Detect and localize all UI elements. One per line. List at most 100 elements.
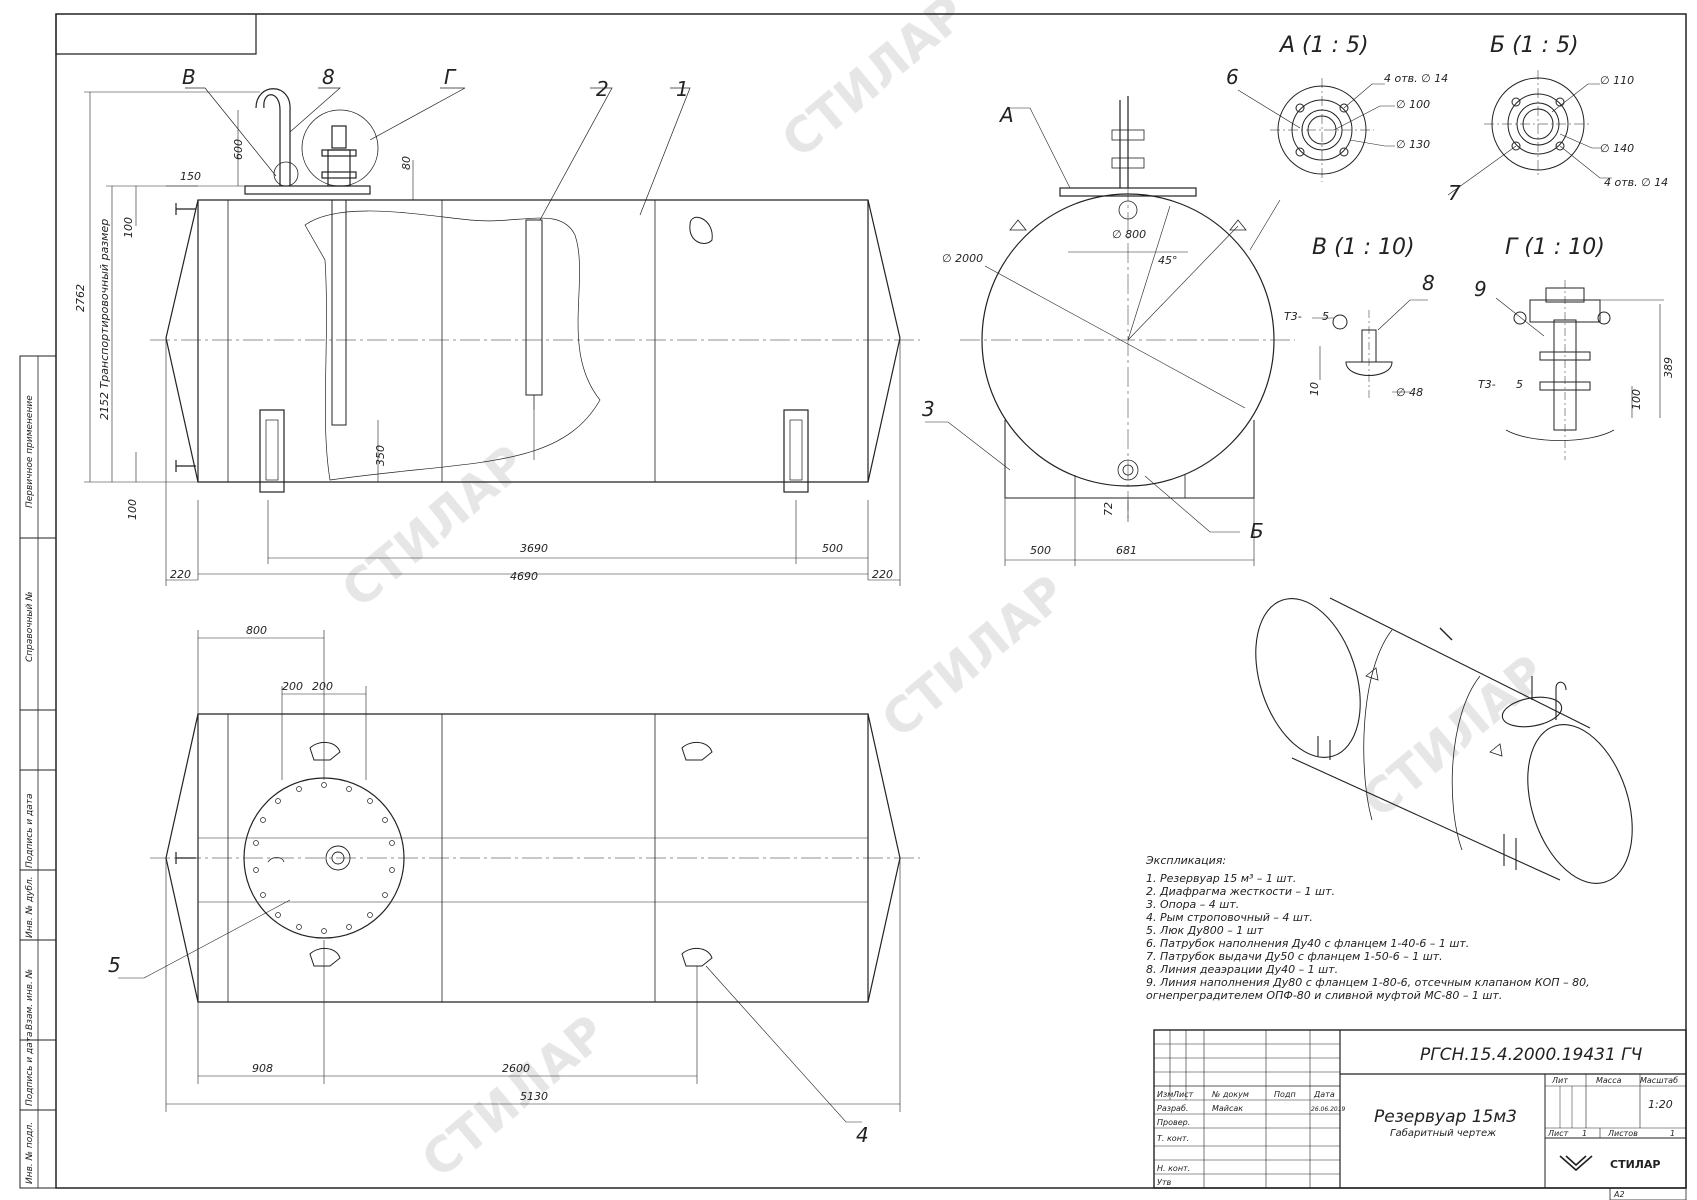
- plan-labels: 800 200 200 908 2600 5130 5 4: [108, 624, 869, 1147]
- detail-G: [1495, 280, 1664, 460]
- callout-4: 4: [856, 1123, 869, 1147]
- dim-600: 600: [232, 139, 245, 160]
- watermark-text: СТИЛАР: [872, 565, 1077, 750]
- razrab-date: 26.06.2019: [1311, 1106, 1346, 1113]
- detail-G-100: 100: [1630, 389, 1643, 410]
- detail-A-d100: ∅ 100: [1396, 98, 1430, 111]
- detail-A-holes: 4 отв. ∅ 14: [1384, 72, 1448, 85]
- iso-tank-body: [1291, 597, 1591, 881]
- dim-500: 500: [822, 542, 843, 555]
- view-B-title: Б (1 : 5): [1490, 33, 1579, 58]
- margin-label: Взам. инв. №: [25, 969, 35, 1030]
- explication-item: 6. Патрубок наполнения Ду40 с фланцем 1-…: [1146, 937, 1469, 950]
- side-margin-labels: Первичное применение Справочный № Подпис…: [25, 395, 35, 1184]
- isometric-view: [1255, 597, 1633, 884]
- dim-100a: 100: [122, 217, 135, 238]
- watermark-layer: СТИЛАР СТИЛАР СТИЛАР СТИЛАР СТИЛАР: [332, 0, 1557, 1189]
- callout-8-detail: 8: [1422, 271, 1435, 295]
- detail-B-d140: ∅ 140: [1600, 142, 1634, 155]
- detail-B-labels: ∅ 110 ∅ 140 4 отв. ∅ 14 7: [1448, 74, 1668, 205]
- plan-bolt-holes: [253, 782, 395, 934]
- detail-B: [1447, 70, 1612, 196]
- view-G-title: Г (1 : 10): [1505, 235, 1605, 260]
- watermark-text: СТИЛАР: [1352, 645, 1557, 830]
- explication-item: 9. Линия наполнения Ду80 с фланцем 1-80-…: [1146, 976, 1590, 989]
- drawing-code: РГСН.15.4.2000.19431 ГЧ: [1420, 1045, 1643, 1065]
- view-A-title: А (1 : 5): [1278, 33, 1369, 58]
- col-izm: Изм: [1157, 1090, 1173, 1099]
- detail-titles: А (1 : 5) Б (1 : 5) В (1 : 10) Г (1 : 10…: [1278, 33, 1605, 260]
- front-view: [150, 88, 920, 493]
- company-name: СТИЛАР: [1610, 1158, 1661, 1171]
- dim-2152: 2152 Транспортировочный размер: [98, 219, 111, 420]
- hdr-mass: Масса: [1596, 1076, 1622, 1085]
- front-callouts: [185, 87, 691, 221]
- detail-V-weld-n: 5: [1322, 310, 1329, 323]
- front-callout-labels: В 8 Г 2 1: [182, 65, 689, 101]
- sheet-num: 1: [1582, 1129, 1587, 1138]
- detail-V-labels: Т3- 5 8 10 ∅ 48: [1284, 271, 1435, 399]
- company-logo-icon: [1559, 1155, 1593, 1172]
- explication-item: 7. Патрубок выдачи Ду50 с фланцем 1-50-6…: [1146, 950, 1443, 963]
- callout-8: 8: [322, 65, 335, 89]
- detail-V-d48: ∅ 48: [1396, 386, 1423, 399]
- detail-V: [1312, 299, 1428, 400]
- dim-150: 150: [180, 170, 201, 183]
- dim-2600: 2600: [502, 1062, 530, 1075]
- view-V-title: В (1 : 10): [1312, 235, 1415, 260]
- explication-item: огнепреградителем ОПФ-80 и сливной муфто…: [1146, 989, 1502, 1002]
- dim-80: 80: [400, 156, 413, 170]
- dim-220-right: 220: [872, 568, 893, 581]
- callout-2: 2: [596, 77, 609, 101]
- col-podp: Подп: [1274, 1090, 1296, 1099]
- explication: Экспликация: 1. Резервуар 15 м³ – 1 шт. …: [1145, 854, 1590, 1002]
- dim-100b: 100: [126, 499, 139, 520]
- detail-A-labels: 6 4 отв. ∅ 14 ∅ 100 ∅ 130: [1226, 65, 1448, 151]
- explication-item: 1. Резервуар 15 м³ – 1 шт.: [1146, 872, 1296, 885]
- margin-label: Первичное применение: [25, 395, 35, 508]
- row-prover: Провер.: [1157, 1118, 1190, 1127]
- callout-7: 7: [1448, 181, 1461, 205]
- row-utv: Утв: [1157, 1178, 1172, 1187]
- hdr-lit: Лит: [1551, 1076, 1568, 1085]
- sheet-frame: [19, 13, 1687, 1189]
- side-dimensions: [925, 107, 1281, 566]
- dim-200-b: 200: [312, 680, 333, 693]
- callout-6: 6: [1226, 65, 1239, 89]
- explication-item: 5. Люк Ду800 – 1 шт: [1146, 924, 1264, 937]
- margin-label: Подпись и дата: [25, 1031, 35, 1106]
- dim-200-a: 200: [282, 680, 303, 693]
- drawing-title: Резервуар 15м3: [1374, 1107, 1517, 1127]
- explication-title: Экспликация:: [1145, 854, 1226, 867]
- detail-B-d110: ∅ 110: [1600, 74, 1634, 87]
- col-data: Дата: [1313, 1090, 1335, 1099]
- dim-45: 45°: [1158, 254, 1178, 267]
- row-tkont: Т. конт.: [1157, 1134, 1189, 1143]
- dim-3690: 3690: [520, 542, 548, 555]
- dim-220-left: 220: [170, 568, 191, 581]
- dim-800-plan: 800: [246, 624, 267, 637]
- dim-d800: ∅ 800: [1112, 228, 1146, 241]
- margin-label: Инв. № дубл.: [25, 876, 35, 938]
- plan-view: [150, 713, 920, 1003]
- margin-label: Справочный №: [25, 591, 35, 662]
- dim-681: 681: [1116, 544, 1137, 557]
- title-block: [1153, 1029, 1687, 1200]
- scale-value: 1:20: [1648, 1098, 1673, 1111]
- detail-G-weld-n: 5: [1516, 378, 1523, 391]
- row-nkont: Н. конт.: [1157, 1164, 1190, 1173]
- format-label: А2: [1613, 1190, 1625, 1199]
- dim-5130: 5130: [520, 1090, 548, 1103]
- callout-V: В: [182, 65, 196, 89]
- callout-5: 5: [108, 953, 121, 977]
- watermark-text: СТИЛАР: [332, 435, 537, 620]
- front-dimension-labels: 2762 2152 Транспортировочный размер 600 …: [74, 139, 893, 583]
- razrab-name: Майсак: [1212, 1104, 1243, 1113]
- detail-V-weld: Т3-: [1284, 310, 1302, 323]
- drawing-subtitle: Габаритный чертеж: [1390, 1127, 1496, 1139]
- explication-item: 2. Диафрагма жесткости – 1 шт.: [1146, 885, 1335, 898]
- dim-350: 350: [374, 445, 387, 466]
- detail-A-d130: ∅ 130: [1396, 138, 1430, 151]
- sheets-num: 1: [1670, 1129, 1675, 1138]
